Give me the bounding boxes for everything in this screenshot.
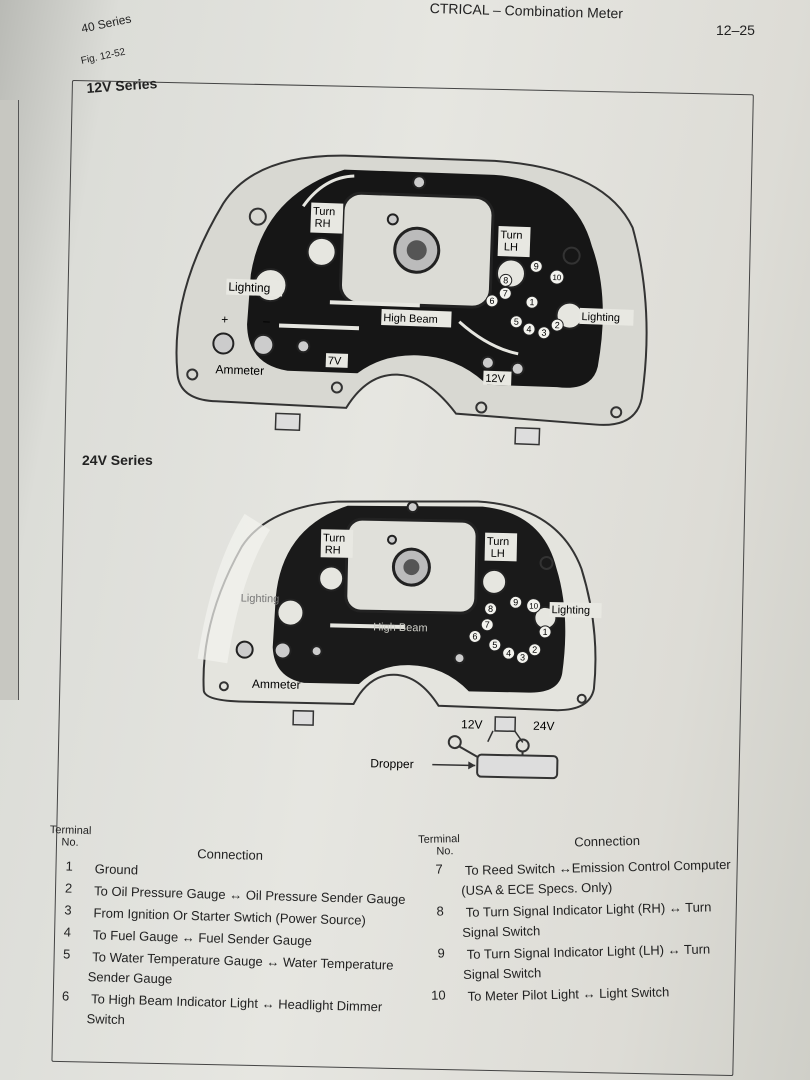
label-12v-turn-rh-2: RH (314, 218, 330, 231)
terminal-number-12v-8: 8 (503, 275, 508, 285)
terminal-number-12v-2: 2 (555, 320, 560, 330)
terminal-number-24v-6: 6 (472, 631, 477, 641)
connection-line: Signal Switch (463, 965, 542, 983)
label-24v-high-beam: High Beam (373, 621, 428, 634)
terminal-number: 7 (435, 861, 443, 877)
label-24v-turn-lh-2: LH (491, 548, 505, 560)
table-row: 9 To Turn Signal Indicator Light (LH) ↔ T… (421, 938, 762, 986)
right-rows: 7 To Reed Switch ↔Emission Control Comput… (419, 854, 762, 1008)
section-header: CTRICAL – Combination Meter (429, 0, 624, 22)
terminal-number-12v-10: 10 (552, 273, 562, 282)
label-12v-turn-rh-1: Turn (313, 206, 336, 219)
terminal-number: 2 (64, 880, 73, 896)
terminal-number: 4 (63, 924, 72, 940)
terminal-number-24v-1: 1 (542, 627, 547, 637)
dropper-resistor (476, 753, 559, 780)
figure-number: Fig. 12-52 (80, 46, 127, 67)
terminal-number: 5 (62, 946, 71, 962)
terminal-number-12v-3: 3 (541, 328, 546, 338)
label-12v-minus: – (263, 314, 270, 328)
connection-text: To Meter Pilot Light ↔ Light Switch (467, 982, 670, 1007)
connection-text: To Reed Switch ↔Emission Control Compute… (461, 855, 732, 901)
terminal-markers-12v: 1 2 3 4 5 6 7 8 9 10 (485, 259, 565, 340)
label-12v-ammeter: Ammeter (215, 362, 264, 378)
label-12v-12v: 12V (485, 373, 506, 386)
terminal-number-12v-5: 5 (514, 317, 519, 327)
label-12v-high-beam: High Beam (383, 312, 438, 326)
table-row: 7 To Reed Switch ↔Emission Control Comput… (419, 854, 760, 902)
adjacent-page-edge (0, 100, 19, 700)
terminal-number-24v-2: 2 (532, 645, 537, 655)
series-label: 40 Series (80, 11, 133, 36)
terminal-number: 6 (61, 988, 70, 1004)
terminal-number-24v-5: 5 (492, 640, 497, 650)
table-row: 8 To Turn Signal Indicator Light (RH) ↔ T… (420, 896, 761, 944)
label-12v-lighting-left: Lighting (228, 280, 271, 295)
terminal-number: 9 (437, 945, 445, 961)
left-connection-header: Connection (197, 846, 264, 863)
terminal-number: 3 (64, 902, 72, 918)
terminal-number-24v-3: 3 (520, 652, 525, 662)
connection-text: To High Beam Indicator Light ↔ Headlight… (86, 989, 382, 1037)
terminal-number-24v-8: 8 (488, 604, 493, 614)
terminal-number-24v-9: 9 (513, 597, 518, 607)
terminal-number-12v-9: 9 (534, 261, 539, 271)
terminal-markers-24v: 1 2 3 4 5 6 7 8 9 10 (468, 595, 552, 664)
connection-text: To Turn Signal Indicator Light (RH) ↔ Tu… (462, 897, 713, 943)
diagram-24v: 1 2 3 4 5 6 7 8 9 10 Turn RH Turn LH Lig… (197, 500, 602, 780)
label-24v-24v: 24V (533, 719, 555, 733)
connection-line: Signal Switch (462, 923, 541, 941)
terminal-number-12v-7: 7 (503, 288, 508, 298)
label-dropper: Dropper (370, 756, 414, 771)
title-24v: 24V Series (82, 452, 153, 468)
terminal-number-12v-1: 1 (529, 297, 534, 307)
terminal-number: 1 (65, 858, 74, 874)
label-12v-turn-lh-1: Turn (500, 229, 523, 242)
terminal-number: 8 (436, 903, 444, 919)
table-row: 6 To High Beam Indicator Light ↔ Headligh… (44, 988, 425, 1039)
label-12v-turn-lh-2: LH (504, 241, 519, 253)
terminal-number-24v-7: 7 (485, 620, 490, 630)
page-number: 12–25 (716, 22, 755, 38)
connection-line: Ground (94, 861, 139, 878)
terminal-number: 10 (431, 987, 446, 1003)
label-12v-plus: + (221, 312, 228, 326)
label-24v-12v: 12V (461, 717, 483, 731)
connection-text: To Water Temperature Gauge ↔ Water Tempe… (88, 947, 394, 995)
label-24v-lighting-right: Lighting (551, 604, 590, 617)
connection-text: To Turn Signal Indicator Light (LH) ↔ Tu… (463, 939, 711, 985)
label-24v-turn-rh-1: Turn (323, 532, 345, 544)
label-24v-lighting-left: Lighting (241, 593, 280, 606)
terminal-number-24v-4: 4 (506, 648, 511, 658)
terminal-number-12v-6: 6 (489, 296, 494, 306)
label-12v-lighting-right: Lighting (581, 311, 620, 324)
diagram-12v: 1 2 3 4 5 6 7 8 9 10 Turn RH Turn LH Lig… (175, 154, 648, 446)
connection-text: Ground (94, 859, 139, 880)
connection-line: To Meter Pilot Light ↔ Light Switch (467, 984, 670, 1004)
label-24v-turn-lh-1: Turn (487, 536, 509, 548)
label-24v-ammeter: Ammeter (252, 677, 301, 692)
label-24v-turn-rh-2: RH (325, 544, 341, 556)
terminal-number-12v-4: 4 (526, 324, 531, 334)
right-connection-header: Connection (574, 832, 641, 850)
terminal-number-24v-10: 10 (529, 602, 539, 611)
label-12v-7v: 7V (328, 355, 343, 367)
